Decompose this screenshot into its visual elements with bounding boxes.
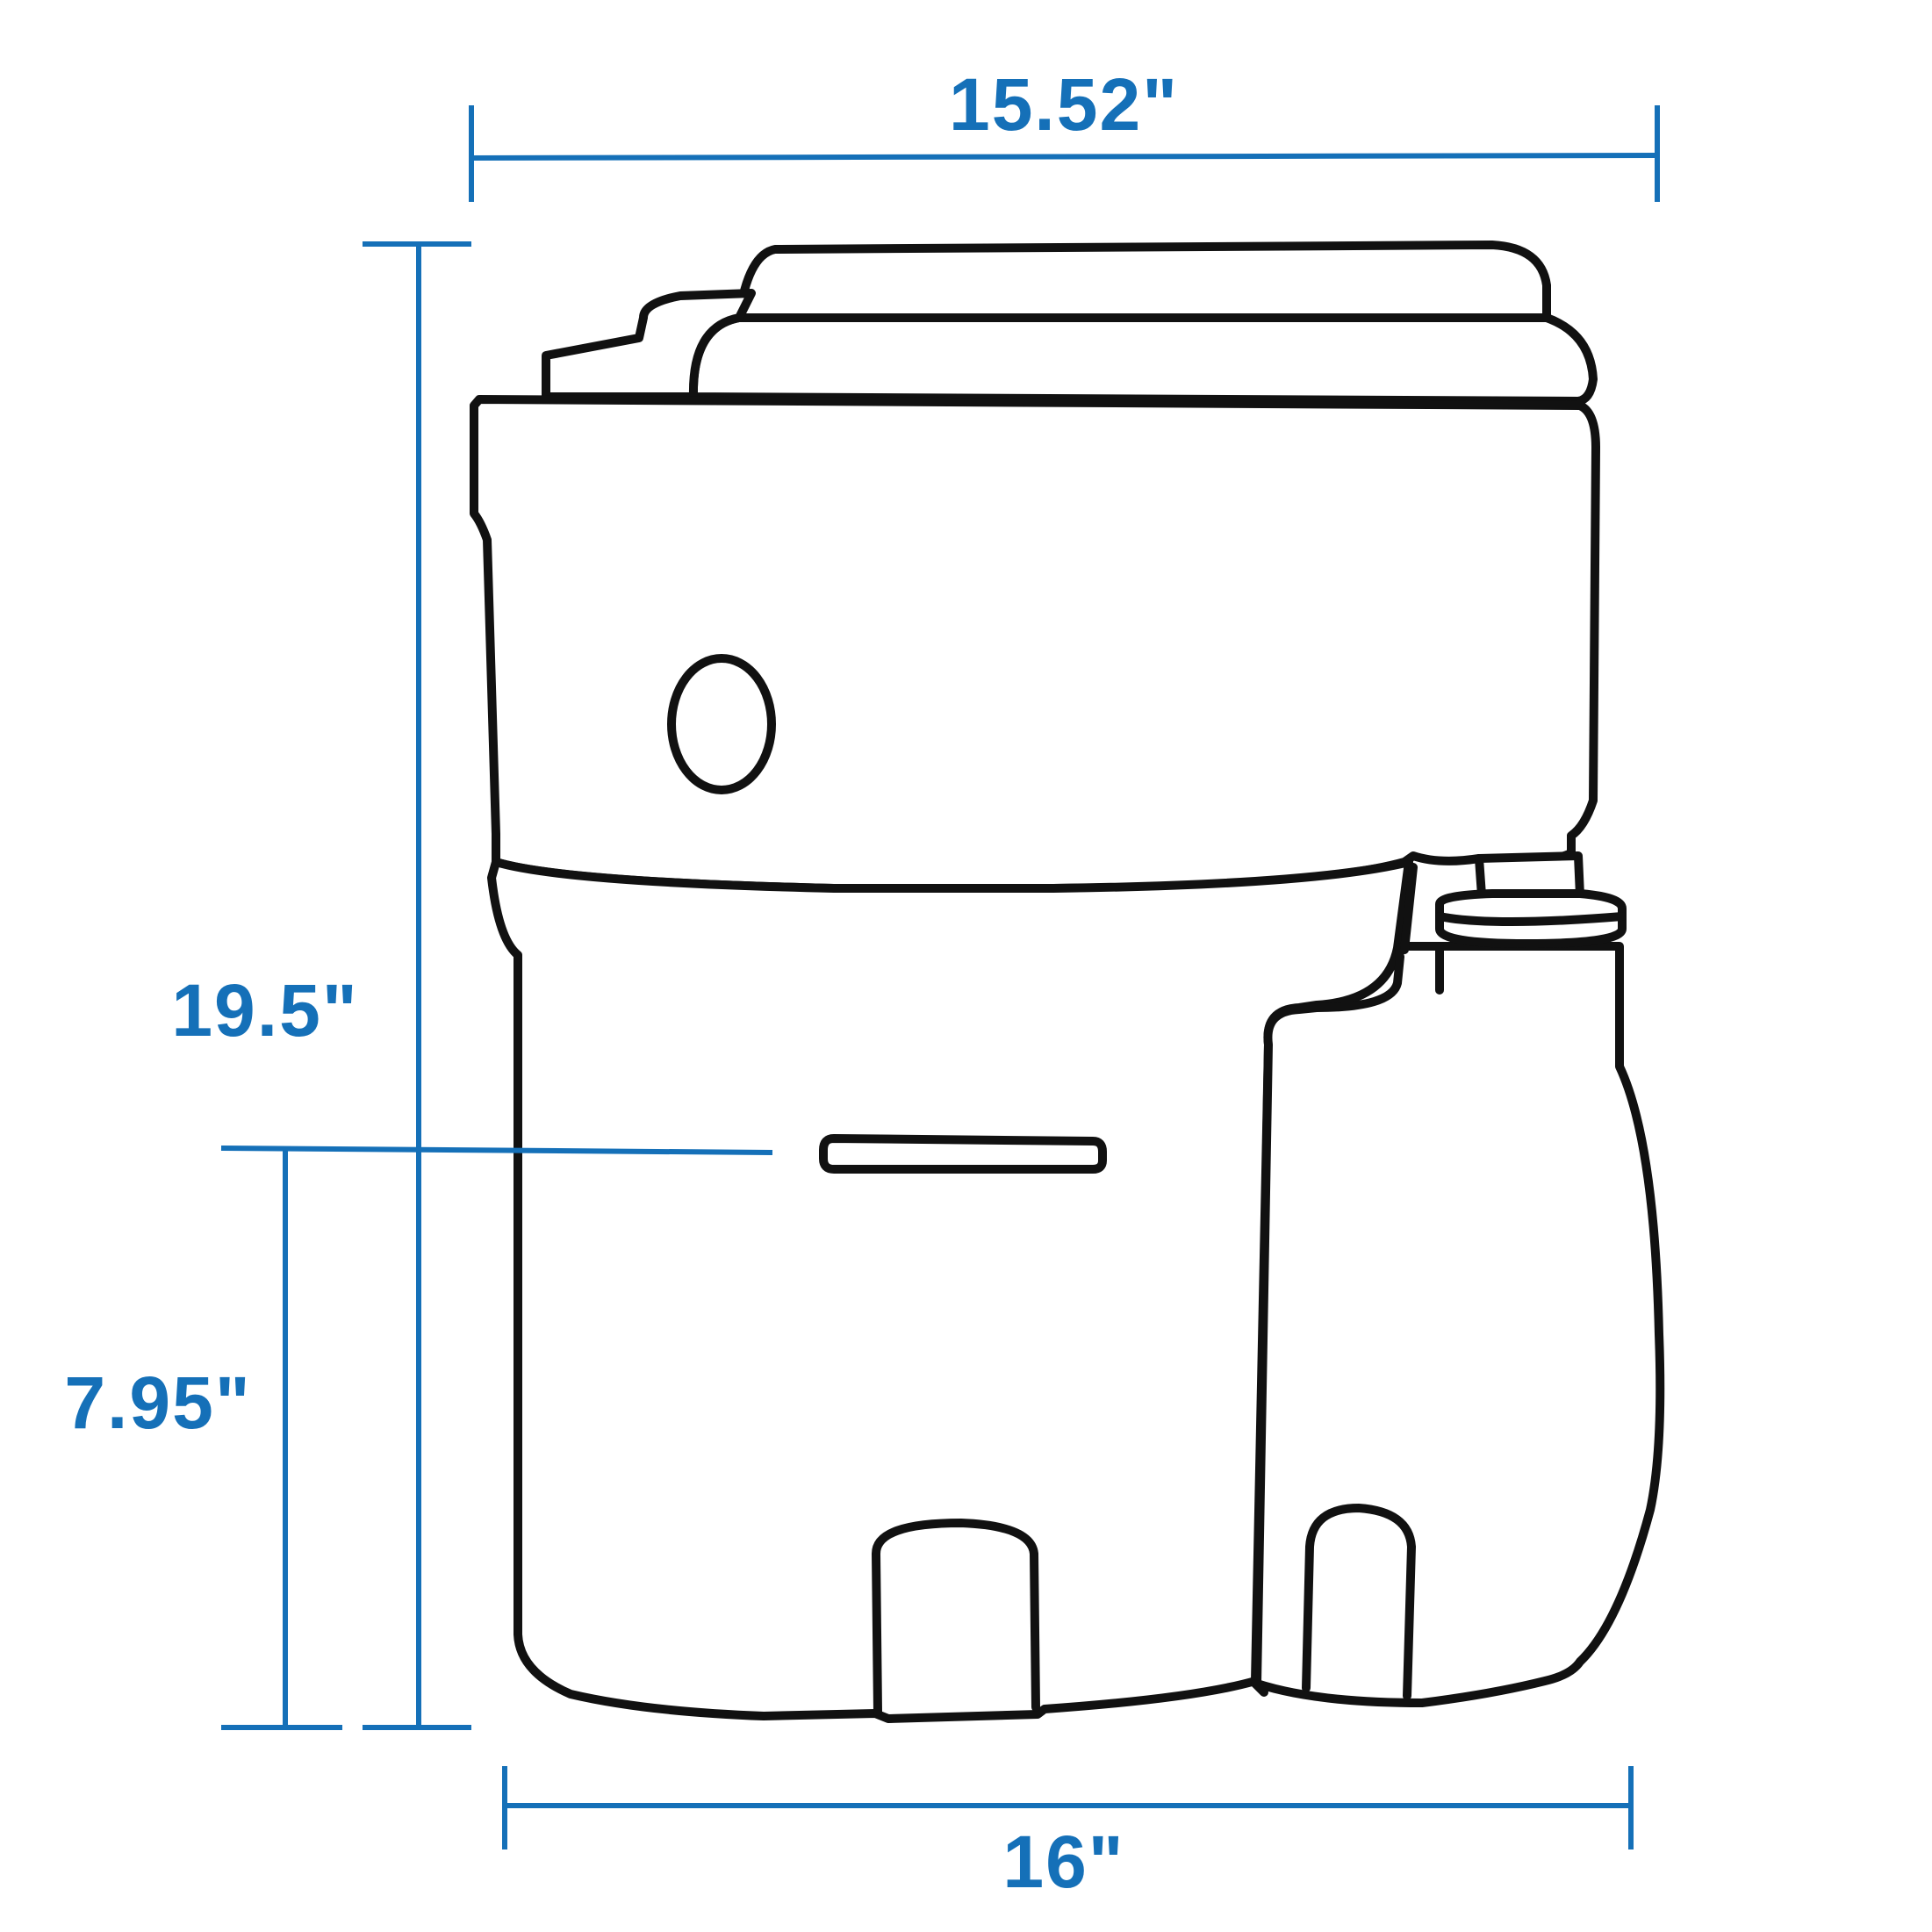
bottom-width-label: 16"	[1002, 1821, 1124, 1903]
dimension-lines	[220, 105, 1660, 1849]
tank-divider	[1400, 863, 1444, 995]
composting-toilet-outline	[470, 241, 1665, 1723]
lid-top	[735, 241, 1551, 322]
total-height-label: 19.5"	[171, 969, 358, 1052]
seat	[688, 313, 1598, 406]
top-width-label: 15.52"	[949, 63, 1179, 146]
agitator-slot	[819, 1134, 1107, 1174]
base-seam	[1251, 1679, 1268, 1697]
left-foot-arch	[872, 1519, 1040, 1716]
lower-height-tick-top	[220, 1146, 773, 1155]
urine-tank-cap-rim	[1435, 912, 1627, 926]
upper-body	[470, 395, 1600, 893]
right-foot-arch	[1302, 1504, 1416, 1700]
fill-level-window	[667, 654, 776, 794]
lower-height-label: 7.95"	[64, 1361, 251, 1444]
top-width-line	[470, 153, 1658, 161]
